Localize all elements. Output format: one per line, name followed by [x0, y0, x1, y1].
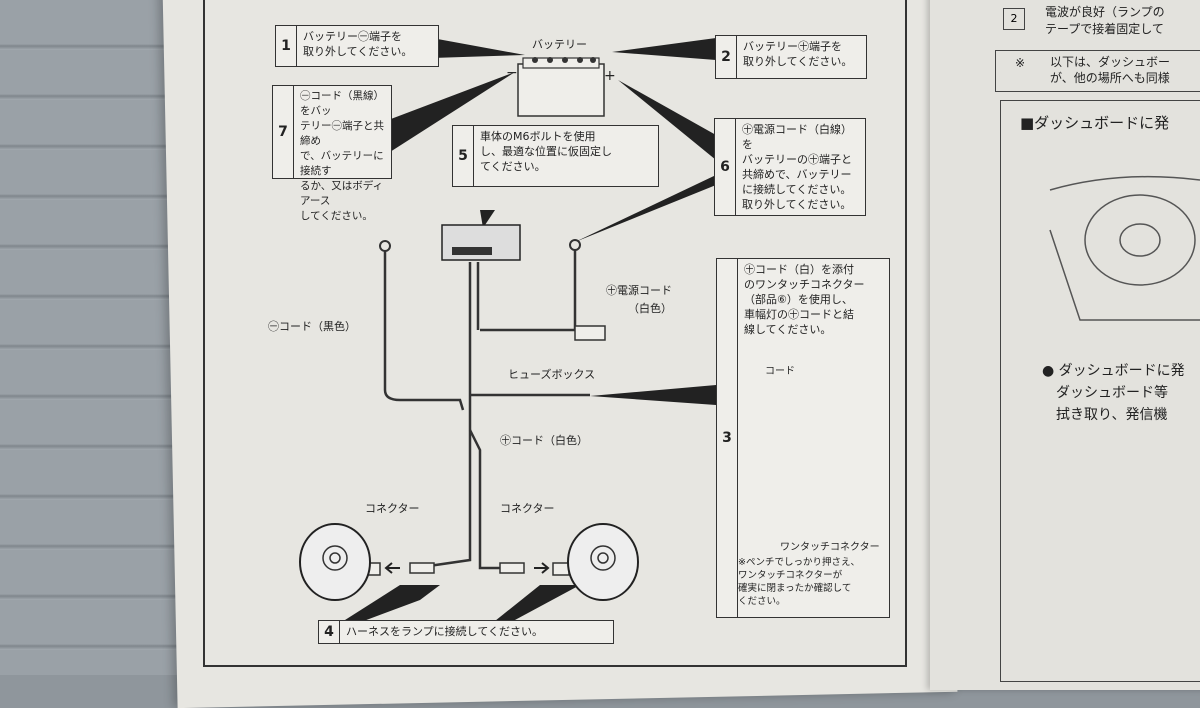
connector-left-label: コネクター [365, 502, 420, 515]
relay-box [441, 224, 521, 261]
note-box [995, 50, 1200, 92]
one-touch-label: ワンタッチコネクター [780, 542, 880, 553]
lamp-socket-right [552, 562, 570, 576]
callout-step-1: 1 バッテリー㊀端子を 取り外してください。 [275, 25, 439, 67]
diagram-frame [203, 0, 907, 667]
step-text: バッテリー㊉端子を 取り外してください。 [743, 40, 853, 68]
step-number: 5 [453, 126, 474, 186]
harness-right [468, 429, 515, 570]
step-number: 7 [273, 86, 294, 178]
connector-plug-left [409, 562, 435, 574]
lamp-left-icon [299, 523, 371, 601]
arrow-right-icon [534, 562, 550, 574]
item2-text: 電波が良好（ランプの テープで接着固定して [1045, 5, 1165, 36]
fuse-holder [574, 325, 606, 341]
pointer-1 [432, 38, 525, 58]
step-number: 3 [717, 259, 738, 617]
callout-step-4: 4 ハーネスをランプに接続してください。 [318, 620, 614, 644]
connector-plug-right [499, 562, 525, 574]
fuse-box-label: ヒューズボックス [508, 368, 596, 381]
step-text: ㊉コード（白）を添付 のワンタッチコネクター （部品⑥）を使用し、 車幅灯の㊉コ… [744, 263, 865, 336]
step-text: ㊀コード（黒線）をバッ テリー㊀端子と共締め で、バッテリーに接続す るか、又は… [300, 90, 384, 222]
minus-cord-label: ㊀コード（黒色） [268, 320, 356, 333]
wires [383, 250, 590, 570]
callout-step-2: 2 バッテリー㊉端子を 取り外してください。 [715, 35, 867, 79]
callout-step-3: 3 ㊉コード（白）を添付 のワンタッチコネクター （部品⑥）を使用し、 車幅灯の… [716, 258, 890, 618]
callout-step-7: 7 ㊀コード（黒線）をバッ テリー㊀端子と共締め で、バッテリーに接続す るか、… [272, 85, 392, 222]
dashboard-sketch [1049, 175, 1200, 321]
next-page-sheet [930, 0, 1200, 690]
item2-number: 2 [1003, 8, 1025, 30]
callout-step-6: 6 ㊉電源コード（白線）を バッテリーの㊉端子と 共締めで、バッテリー に接続し… [714, 118, 866, 216]
note-text: 以下は、ダッシュボー が、他の場所へも同様 [1050, 55, 1171, 85]
step-text: 車体のM6ボルトを使用 し、最適な位置に仮固定し てください。 [480, 130, 612, 173]
pointer-4r [490, 585, 580, 628]
battery-minus: − [506, 65, 518, 81]
ring-terminal-right [569, 239, 581, 251]
section-title: ■ダッシュボードに発 [1020, 114, 1170, 132]
step-text: ハーネスをランプに接続してください。 [346, 625, 544, 638]
step-number: 6 [715, 119, 736, 215]
plus-cord-label: ㊉コード（白色） [500, 434, 588, 447]
connector-right-label: コネクター [500, 502, 555, 515]
pointer-7 [375, 72, 515, 152]
arrow-left-icon [384, 562, 400, 574]
battery-plus: + [604, 68, 616, 84]
step-number: 1 [276, 26, 297, 66]
step-text: ㊉電源コード（白線）を バッテリーの㊉端子と 共締めで、バッテリー に接続してく… [742, 123, 852, 211]
pointer-4l [345, 585, 440, 628]
pointer-6b [575, 175, 716, 242]
harness-main [414, 262, 472, 570]
power-cord-label: ㊉電源コード （白色） [606, 284, 672, 315]
lamp-right-icon [567, 523, 639, 601]
ring-terminal-left [379, 240, 391, 252]
black-ground-wire [383, 250, 465, 411]
callout-step-5: 5 車体のM6ボルトを使用 し、最適な位置に仮固定し てください。 [452, 125, 659, 187]
battery-symbol [517, 57, 605, 117]
pointer-2 [612, 38, 716, 60]
step-number: 4 [319, 621, 340, 643]
power-wire [480, 250, 577, 332]
pointer-3 [590, 385, 716, 405]
pointer-6 [618, 80, 716, 160]
battery-label: バッテリー [532, 38, 587, 51]
pointer-5 [480, 210, 495, 228]
wiring-diagram: − + [299, 38, 1200, 628]
note-mark: ※ [1015, 56, 1026, 70]
cord-label: コード [765, 366, 795, 377]
step-text: バッテリー㊀端子を 取り外してください。 [303, 30, 413, 58]
pliers-note: ※ペンチでしっかり押さえ、 ワンタッチコネクターが 確実に閉まったか確認して く… [738, 557, 860, 607]
bullet-text: ● ダッシュボードに発 ダッシュボード等 拭き取り、発信機 [1042, 363, 1185, 423]
step-number: 2 [716, 36, 737, 78]
